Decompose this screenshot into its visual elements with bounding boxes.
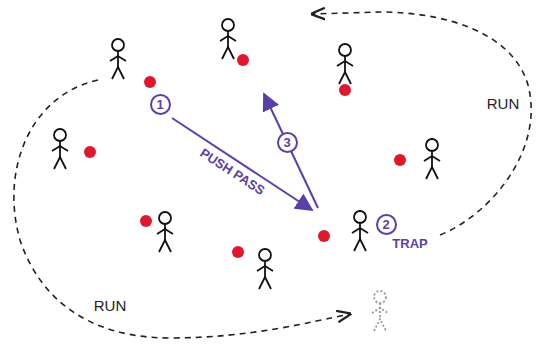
player — [220, 19, 236, 59]
player — [424, 139, 440, 179]
player — [157, 212, 173, 252]
step-number: 1 — [150, 94, 171, 115]
run-label: RUN — [91, 297, 130, 316]
runner — [372, 291, 388, 331]
run-path — [312, 12, 531, 235]
action-label: TRAP — [389, 236, 430, 252]
pass-arrow — [264, 94, 318, 208]
callout-number: 3 — [283, 136, 290, 149]
player — [337, 44, 353, 84]
player — [257, 249, 273, 289]
callout-number: 2 — [382, 218, 389, 231]
player — [110, 39, 126, 79]
ball — [318, 230, 330, 242]
ball — [140, 215, 152, 227]
ball — [144, 76, 156, 88]
ball — [84, 146, 96, 158]
step-number: 3 — [277, 132, 298, 153]
pass-arrow — [172, 118, 312, 210]
ball — [339, 84, 351, 96]
players — [52, 19, 440, 289]
run-path — [14, 80, 350, 338]
ball — [232, 246, 244, 258]
player-running — [372, 291, 388, 331]
balls — [84, 54, 406, 258]
player — [352, 211, 368, 251]
step-number: 2 — [376, 214, 397, 235]
action-label: PUSH PASS — [194, 143, 270, 200]
ball — [237, 54, 249, 66]
ball — [394, 154, 406, 166]
run-label: RUN — [484, 95, 523, 114]
player — [52, 129, 68, 169]
callout-number: 1 — [156, 98, 163, 111]
